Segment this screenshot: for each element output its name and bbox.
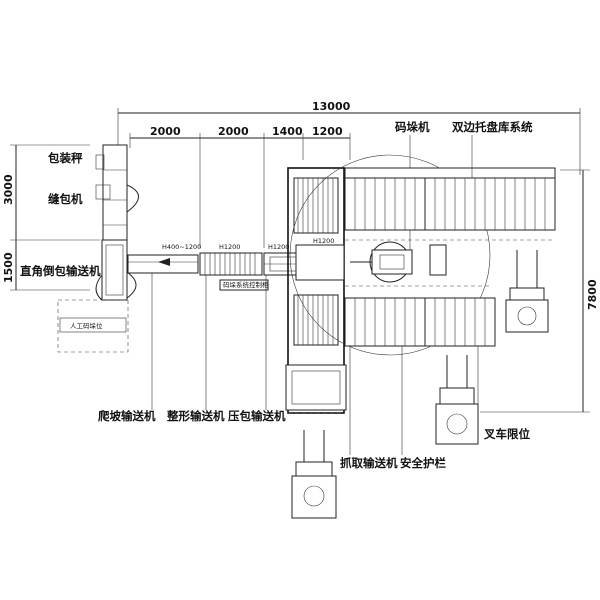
height-label-2: H1200 [219,243,240,251]
dim-seg-1: 2000 [150,125,181,138]
label-stacker: 码垛机 [395,120,430,134]
pallet-system-upper [344,167,556,231]
dim-seg-4: 1200 [312,125,343,138]
left-dimension-lines [10,144,100,291]
forklift-center [435,355,479,445]
height-label-4: H1200 [313,237,334,245]
label-gripper-conveyor: 抓取输送机 [340,456,398,470]
dim-left-3000: 3000 [2,174,15,205]
label-shaping-conveyor: 整形输送机 [166,409,225,423]
right-dimension-line [480,169,590,413]
forklift-right-upper [505,250,549,333]
stacker-robot [289,154,491,356]
packing-scale-unit [95,144,139,301]
height-label-1: H400~1200 [162,243,201,251]
label-press-conveyor: 压包输送机 [228,409,286,423]
forklift-bottom [291,430,337,519]
dim-seg-2: 2000 [218,125,249,138]
dim-right-7800: 7800 [586,279,599,310]
pallet-system-lower [344,297,496,347]
safety-rail [288,239,555,414]
top-dimension-lines [117,108,581,248]
conveyor-line [127,252,303,291]
manual-station [57,299,129,353]
label-safety-rail: 安全护栏 [400,456,446,470]
label-forklift-limit: 叉车限位 [483,427,530,441]
manual-station-label: 人工码垛位 [70,321,103,330]
label-right-angle-conveyor: 直角倒包输送机 [20,264,101,278]
dim-left-1500: 1500 [2,252,15,283]
dim-total: 13000 [312,100,351,113]
control-panel-label: 码垛系统控制柜 [223,280,269,289]
label-packing-scale: 包装秤 [47,151,83,165]
label-climbing-conveyor: 爬坡输送机 [97,409,156,423]
dim-seg-3: 1400 [272,125,303,138]
label-sewing-machine: 缝包机 [48,192,83,206]
stacker-cell [285,167,347,414]
label-pallet-system: 双边托盘库系统 [451,120,533,134]
height-label-3: H1200 [268,243,289,251]
